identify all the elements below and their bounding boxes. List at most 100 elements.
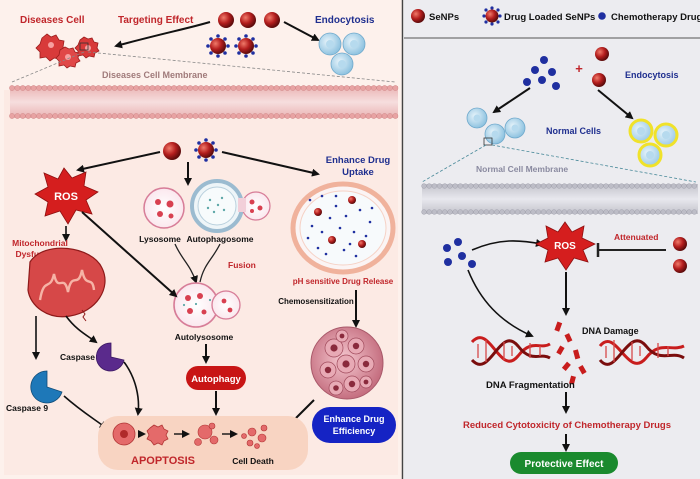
lipid-head <box>431 183 438 189</box>
lipid-head <box>546 209 552 215</box>
lipid-head <box>257 85 264 91</box>
lipid-head <box>478 209 484 215</box>
lipid-head <box>273 85 280 91</box>
lipid-head <box>530 183 536 189</box>
plus-sign: + <box>575 61 583 76</box>
zoom-line-r-right <box>491 144 697 183</box>
lipid-head <box>235 85 242 91</box>
arrow-senp-to-protected <box>597 89 634 120</box>
ros-burst-icon <box>34 167 99 225</box>
lipid-head <box>629 183 635 189</box>
lipid-head <box>494 183 500 189</box>
legend-senps: SeNPs <box>429 12 459 23</box>
arrow-to-uptake <box>221 151 320 177</box>
lipid-head <box>19 113 26 119</box>
lipid-head <box>9 85 15 91</box>
lipid-head <box>57 113 64 119</box>
fusion-label: Fusion <box>228 260 256 270</box>
tumor-nucleus <box>352 342 360 350</box>
lipid-head <box>608 209 614 215</box>
lipid-head <box>535 209 542 215</box>
lipid-head <box>90 85 96 91</box>
lipid-head <box>437 183 443 189</box>
lipid-head <box>36 113 42 119</box>
dna-fragmentation-label: DNA Fragmentation <box>486 380 575 391</box>
lipid-head <box>447 209 453 215</box>
lipid-head <box>376 113 383 119</box>
lipid-head <box>101 113 107 119</box>
lipid-head <box>171 113 177 119</box>
tumor-nucleus <box>363 379 369 385</box>
drug-loaded-senp-center <box>194 138 218 162</box>
lipid-head <box>327 85 334 91</box>
lipid-head <box>644 183 651 189</box>
lipid-head <box>117 113 123 119</box>
lipid-head <box>530 209 536 215</box>
lipid-head <box>68 85 75 91</box>
lipid-head <box>598 209 604 215</box>
lipid-head <box>90 113 96 119</box>
lipid-head <box>463 183 469 189</box>
lipid-head <box>437 209 443 215</box>
lipid-head <box>235 113 242 119</box>
lipid-head <box>192 113 199 119</box>
lipid-head <box>520 183 526 189</box>
lipid-head <box>468 209 474 215</box>
lipid-head <box>36 85 42 91</box>
drug-dot <box>352 230 356 234</box>
lipid-head <box>306 85 312 91</box>
tumor-nucleus <box>362 360 370 368</box>
endocytosis-arrow <box>283 21 320 41</box>
lipid-head <box>343 113 350 119</box>
lipid-head <box>295 113 302 119</box>
lipid-head <box>489 183 495 189</box>
lipid-head <box>650 183 656 189</box>
enhance-efficiency-pill <box>312 407 396 443</box>
lipid-head <box>257 113 264 119</box>
arrow-caspase3-to-apoptosis <box>123 361 143 416</box>
lipid-head <box>499 183 505 189</box>
lipid-head <box>192 85 199 91</box>
lipid-head <box>577 183 583 189</box>
lipid-head <box>624 183 630 189</box>
senp-center <box>163 142 181 160</box>
lipid-head <box>525 183 531 189</box>
lipid-head <box>349 85 356 91</box>
lipid-head <box>452 209 458 215</box>
lipid-head <box>525 209 531 215</box>
lipid-head <box>629 209 635 215</box>
lipid-head <box>138 113 145 119</box>
drug-dot <box>358 208 362 212</box>
lipid-head <box>381 113 388 119</box>
lipid-head <box>181 113 188 119</box>
lipid-head <box>457 183 464 189</box>
drug-dot <box>328 216 332 220</box>
lipid-head <box>639 209 646 215</box>
lipid-head <box>52 113 59 119</box>
lipid-head <box>686 209 692 215</box>
lipid-head <box>52 85 59 91</box>
lipid-head <box>165 85 172 91</box>
lipid-head <box>457 209 464 215</box>
arrow-to-ros <box>76 151 161 173</box>
apoptosis-label: APOPTOSIS <box>131 455 195 467</box>
normal-cells-icon <box>466 107 526 146</box>
lipid-head <box>349 113 356 119</box>
tumor-cell-cluster-icon <box>310 326 384 400</box>
lipid-head <box>322 85 329 91</box>
lipid-head <box>421 209 427 215</box>
lipid-head <box>421 183 427 189</box>
lipid-head <box>509 183 516 189</box>
lipid-head <box>473 183 479 189</box>
senp-legend-icon <box>411 9 425 23</box>
legend: SeNPs Drug Loaded SeNPs Chemotherapy Dru… <box>411 6 700 26</box>
tumor-nucleus <box>339 333 345 339</box>
lipid-head <box>343 85 350 91</box>
senp-right-1 <box>595 47 609 61</box>
lipid-head <box>644 209 651 215</box>
lipid-head <box>133 113 139 119</box>
lipid-head <box>68 113 75 119</box>
lipid-head <box>127 85 134 91</box>
tumor-nucleus <box>330 344 338 352</box>
